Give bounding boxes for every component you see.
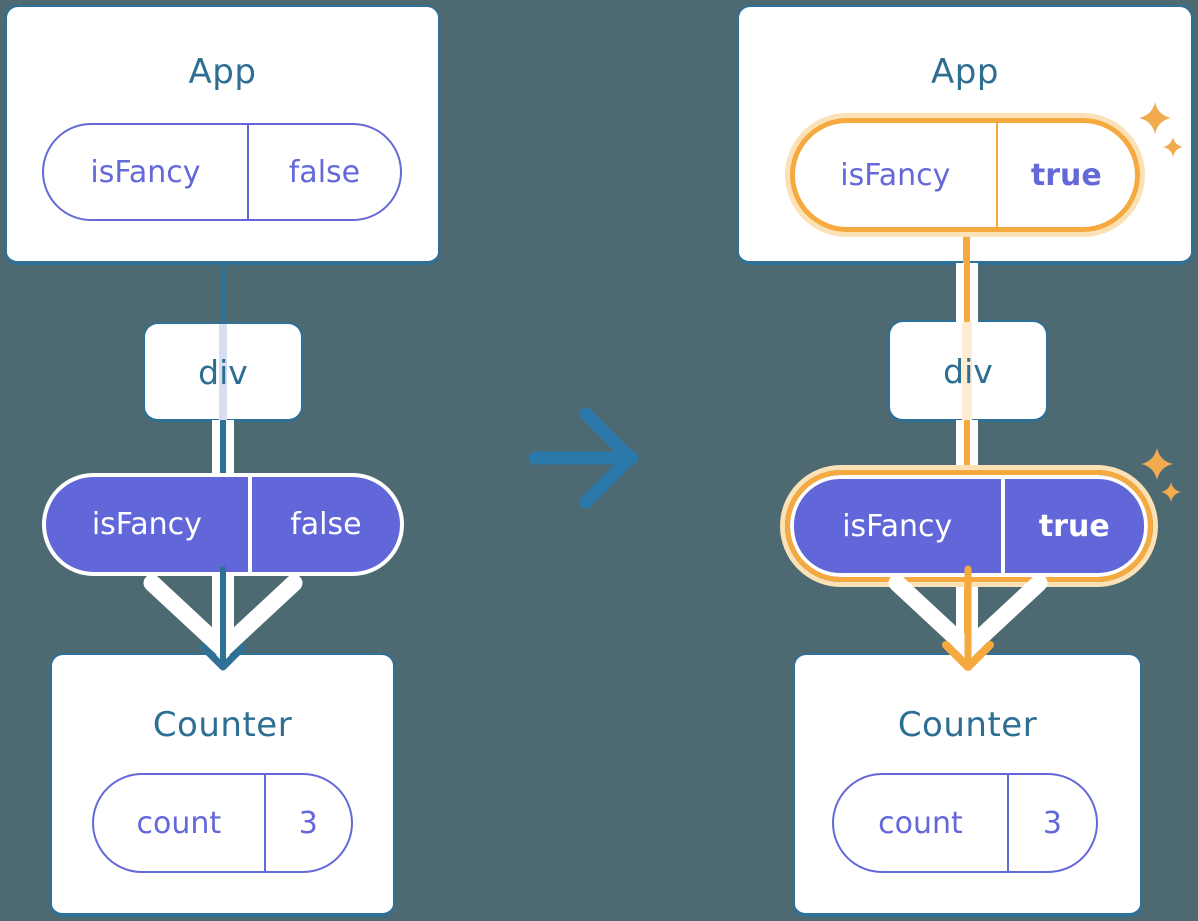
state-name-label: count	[878, 805, 963, 841]
app-prop-pill-before: isFancy false	[42, 123, 402, 221]
div-pipe-stripe-after	[962, 322, 972, 420]
prop-value-label: false	[246, 125, 400, 219]
pipe-app-to-div-after	[956, 263, 978, 322]
prop-name-label: isFancy	[90, 154, 201, 190]
counter-state-pill-before: count 3	[92, 773, 353, 873]
prop-name-label: isFancy	[91, 507, 202, 542]
app-title-after: App	[931, 52, 999, 92]
counter-title-after: Counter	[897, 705, 1038, 745]
app-title-before: App	[188, 52, 257, 92]
prop-pill-body: isFancy true	[790, 475, 1148, 577]
prop-value-label: true	[1000, 479, 1145, 573]
pipe-div-to-pill-after	[956, 420, 978, 468]
connector-pill-card-after	[963, 235, 970, 267]
arrow-down-icon	[888, 565, 1048, 671]
state-value-label: 3	[263, 775, 351, 871]
counter-state-pill-after: count 3	[832, 773, 1098, 873]
arrow-right-icon	[528, 407, 639, 509]
div-pipe-stripe-before	[219, 324, 227, 420]
highlight-ring: isFancy true	[790, 118, 1140, 232]
div-label-before: div	[198, 352, 248, 392]
prop-value-label: false	[247, 477, 400, 572]
app-prop-pill-after: isFancy true	[785, 113, 1145, 237]
sparkle-icon	[1139, 102, 1183, 157]
pipe-div-to-pill-before	[212, 420, 234, 475]
prop-value-label: true	[995, 123, 1135, 227]
connector-app-div-before	[221, 263, 225, 324]
state-value-label: 3	[1006, 775, 1096, 871]
sparkle-icon	[1141, 448, 1181, 502]
state-name-label: count	[136, 805, 222, 841]
prop-name-label: isFancy	[842, 508, 953, 544]
prop-name-label: isFancy	[840, 157, 951, 193]
flow-prop-pill-before: isFancy false	[42, 473, 404, 576]
arrow-down-icon	[143, 566, 303, 671]
counter-title-before: Counter	[152, 705, 293, 745]
div-label-after: div	[943, 351, 993, 391]
